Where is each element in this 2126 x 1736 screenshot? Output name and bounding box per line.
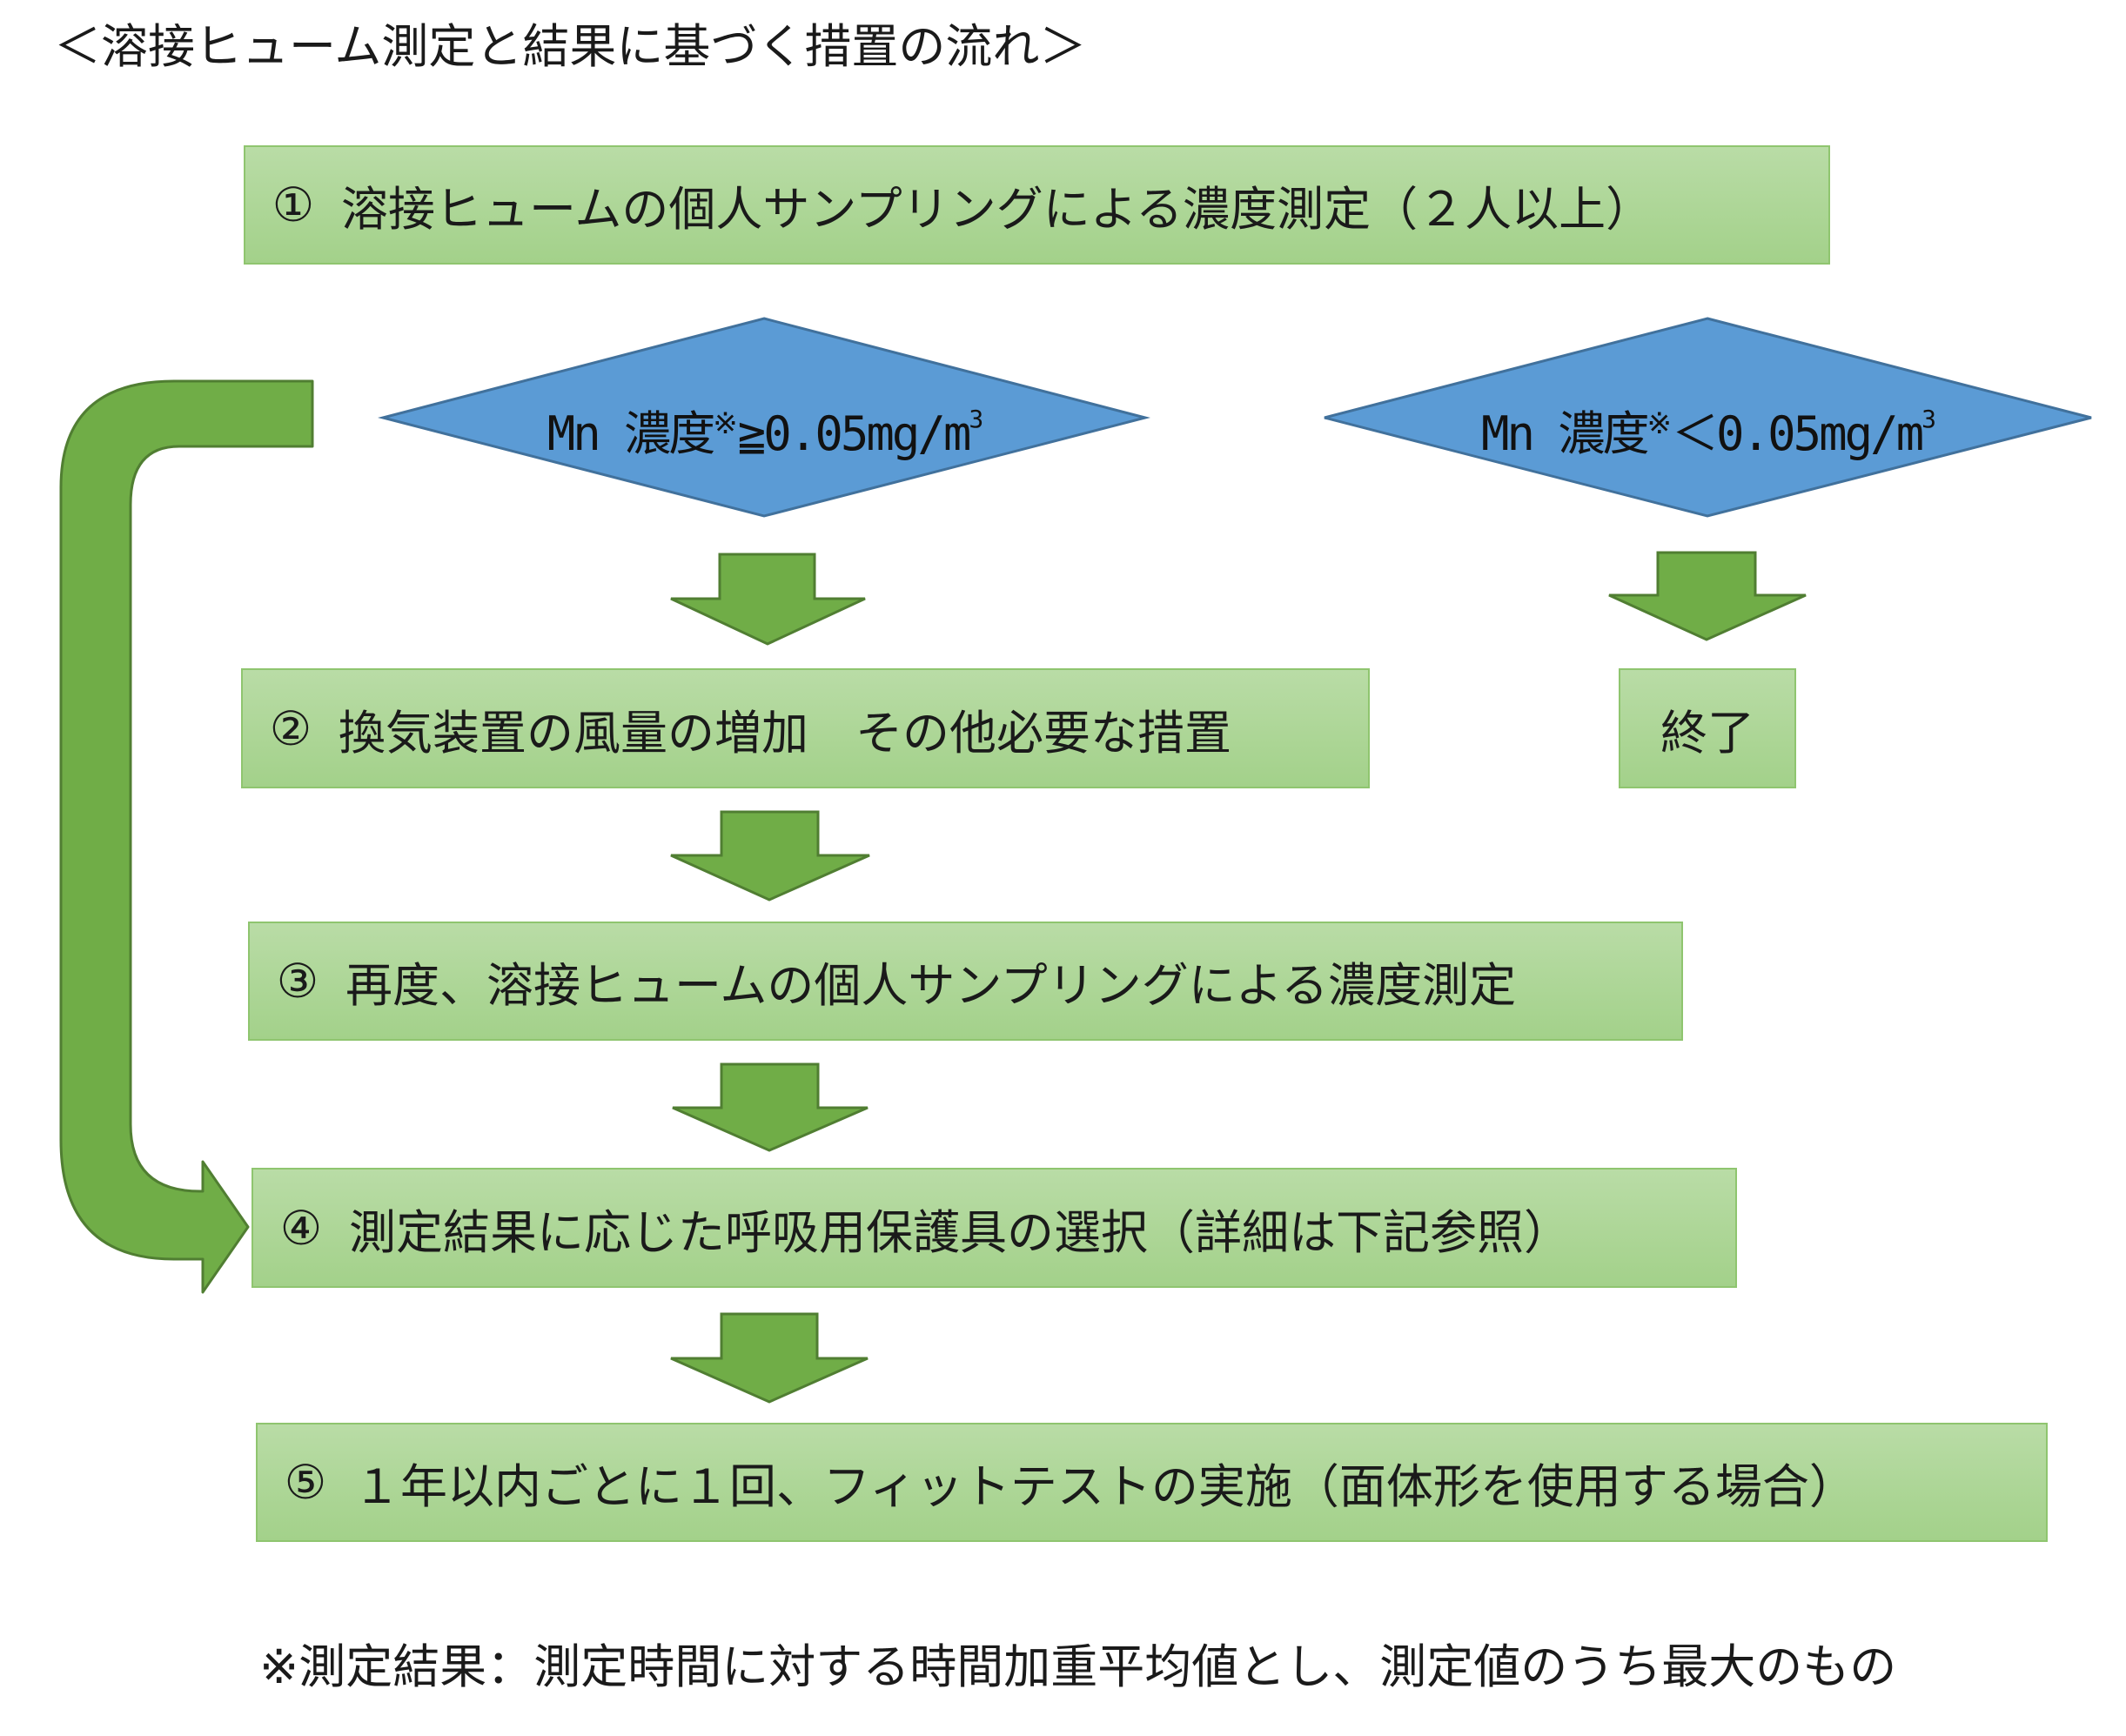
- step-4-box: ④ 測定結果に応じた呼吸用保護具の選択（詳細は下記参照）: [251, 1168, 1737, 1288]
- decision-left-mark: ※: [713, 406, 738, 441]
- down-arrow-2: [670, 810, 870, 902]
- step-2-number: ②: [269, 700, 312, 756]
- step-4-text: 測定結果に応じた呼吸用保護具の選択（詳細は下記参照）: [349, 1204, 1571, 1260]
- decision-right-label: Mn 濃度※＜0.05mg/m3: [1481, 393, 1936, 461]
- step-1-number: ①: [272, 178, 315, 232]
- decision-diamond-left: [378, 317, 1150, 518]
- diagram-title: ＜溶接ヒューム測定と結果に基づく措置の流れ＞: [54, 19, 1087, 74]
- end-box-text: 終了: [1660, 705, 1754, 761]
- decision-right-condition: ＜0.05mg/m: [1672, 406, 1924, 461]
- footnote: ※測定結果：測定時間に対する時間加重平均値とし、測定値のうち最大のもの: [259, 1639, 1897, 1694]
- step-2-box: ② 換気装置の風量の増加 その他必要な措置: [241, 668, 1370, 788]
- step-1-box: ① 溶接ヒュームの個人サンプリングによる濃度測定（２人以上）: [244, 145, 1830, 265]
- down-arrow-3: [672, 1062, 869, 1152]
- step-4-number: ④: [279, 1200, 323, 1256]
- down-arrow-1: [670, 553, 866, 646]
- step-3-box: ③ 再度、溶接ヒュームの個人サンプリングによる濃度測定: [248, 922, 1683, 1041]
- step-5-text: １年以内ごとに１回、フィットテストの実施（面体形を使用する場合）: [353, 1459, 1856, 1514]
- step-2-text: 換気装置の風量の増加 その他必要な措置: [339, 705, 1231, 761]
- decision-right-exponent: 3: [1921, 405, 1936, 433]
- end-box: 終了: [1619, 668, 1796, 788]
- decision-left-condition: ≧0.05mg/m: [737, 406, 972, 461]
- step-5-number: ⑤: [284, 1455, 327, 1510]
- step-3-text: 再度、溶接ヒュームの個人サンプリングによる濃度測定: [345, 958, 1517, 1013]
- decision-right-prefix: Mn 濃度: [1481, 406, 1650, 461]
- down-arrow-end: [1608, 551, 1807, 641]
- decision-left-label: Mn 濃度※≧0.05mg/m3: [547, 393, 983, 461]
- step-3-number: ③: [276, 954, 319, 1009]
- step-1-text: 溶接ヒュームの個人サンプリングによる濃度測定（２人以上）: [341, 182, 1653, 237]
- decision-left-prefix: Mn 濃度: [547, 406, 716, 461]
- down-arrow-4: [670, 1312, 869, 1404]
- decision-left-exponent: 3: [969, 405, 983, 433]
- bypass-arrow: [59, 379, 314, 1294]
- decision-diamond-right: [1324, 317, 2092, 518]
- decision-right-mark: ※: [1646, 406, 1673, 441]
- step-5-box: ⑤ １年以内ごとに１回、フィットテストの実施（面体形を使用する場合）: [256, 1423, 2048, 1542]
